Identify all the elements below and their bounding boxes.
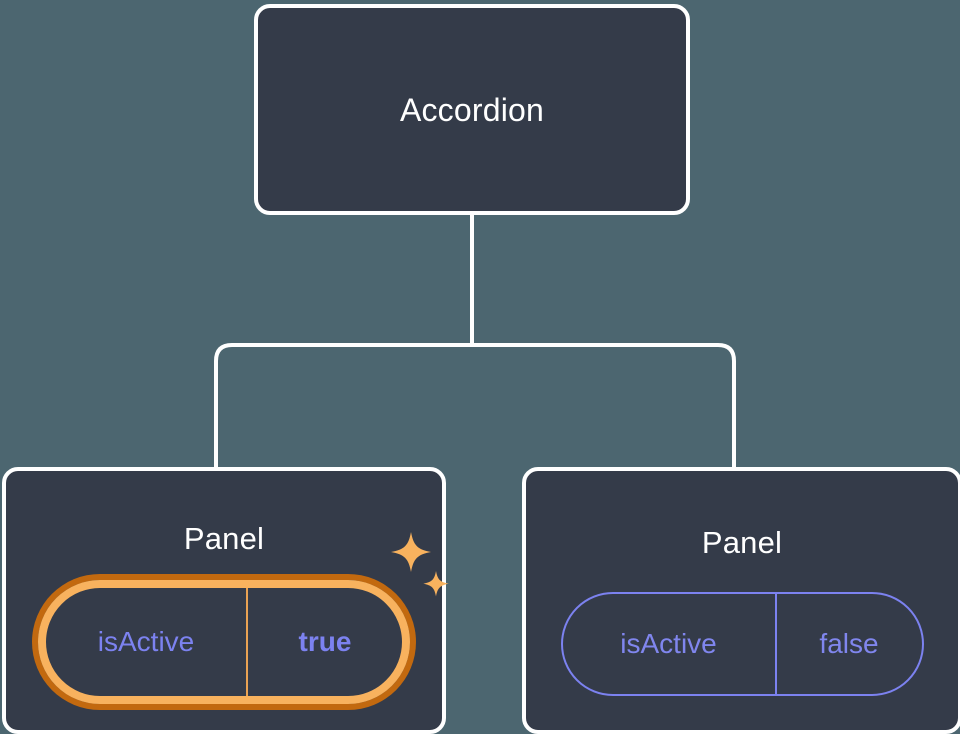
node-accordion-title: Accordion: [399, 91, 545, 128]
sparkle-small-icon: [423, 571, 449, 597]
prop-key-label: isActive: [620, 628, 717, 659]
connector-bus-left: [214, 343, 472, 469]
prop-key-label: isActive: [97, 626, 195, 657]
prop-value-label: true: [246, 588, 402, 696]
node-accordion[interactable]: Accordion: [254, 4, 690, 215]
prop-value-label: false: [774, 594, 922, 694]
prop-pill-isactive-false[interactable]: isActive false: [560, 592, 924, 696]
node-panel-right[interactable]: Panel isActive false: [522, 467, 960, 734]
connector-bus-right: [472, 343, 736, 469]
panel-right-prop-wrap: isActive false: [560, 592, 924, 696]
node-panel-left[interactable]: Panel isActive true: [2, 467, 449, 734]
node-panel-right-title: Panel: [701, 525, 783, 560]
prop-pill-isactive-true[interactable]: isActive true: [38, 580, 410, 704]
node-panel-left-title: Panel: [183, 521, 265, 556]
panel-left-title-wrap: Panel: [6, 523, 442, 554]
panel-right-title-wrap: Panel: [526, 527, 958, 558]
panel-left-prop-wrap: isActive true: [38, 532, 449, 704]
